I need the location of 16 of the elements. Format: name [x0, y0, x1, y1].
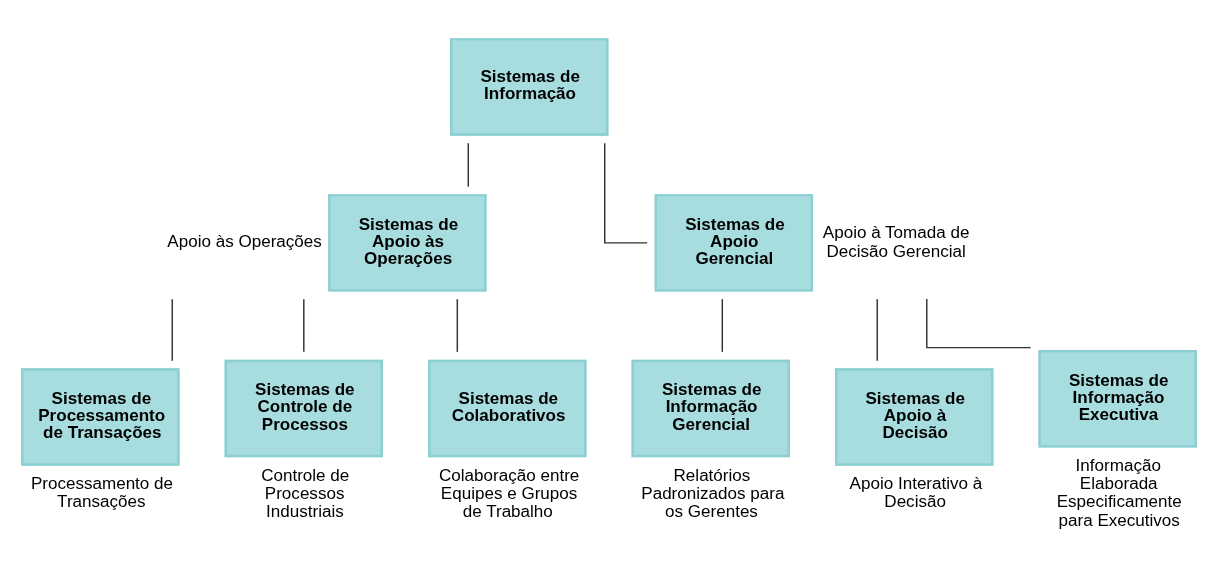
node-label: Controle de Processos Industriais	[261, 465, 350, 522]
node-label: Relatórios Padronizados para os Gerentes	[641, 465, 785, 522]
node-label: Colaboração entre Equipes e Grupos de Trabalho	[439, 465, 580, 522]
connector	[303, 298, 305, 353]
node-label: Apoio à Tomada de Decisão Gerencial	[822, 223, 970, 261]
connector	[171, 298, 173, 362]
node-label: Apoio Interativo à Decisão	[849, 474, 983, 512]
connector	[926, 298, 1032, 349]
node-label: Processamento de Transações	[30, 474, 174, 512]
connector	[467, 142, 470, 188]
node-label: Informação Elaborada Especificamente para Executivos	[1056, 455, 1182, 530]
node-label: Apoio às Operações	[167, 232, 322, 252]
connector	[876, 298, 878, 362]
connector	[456, 298, 459, 353]
connector	[604, 142, 648, 244]
connector	[721, 298, 724, 353]
